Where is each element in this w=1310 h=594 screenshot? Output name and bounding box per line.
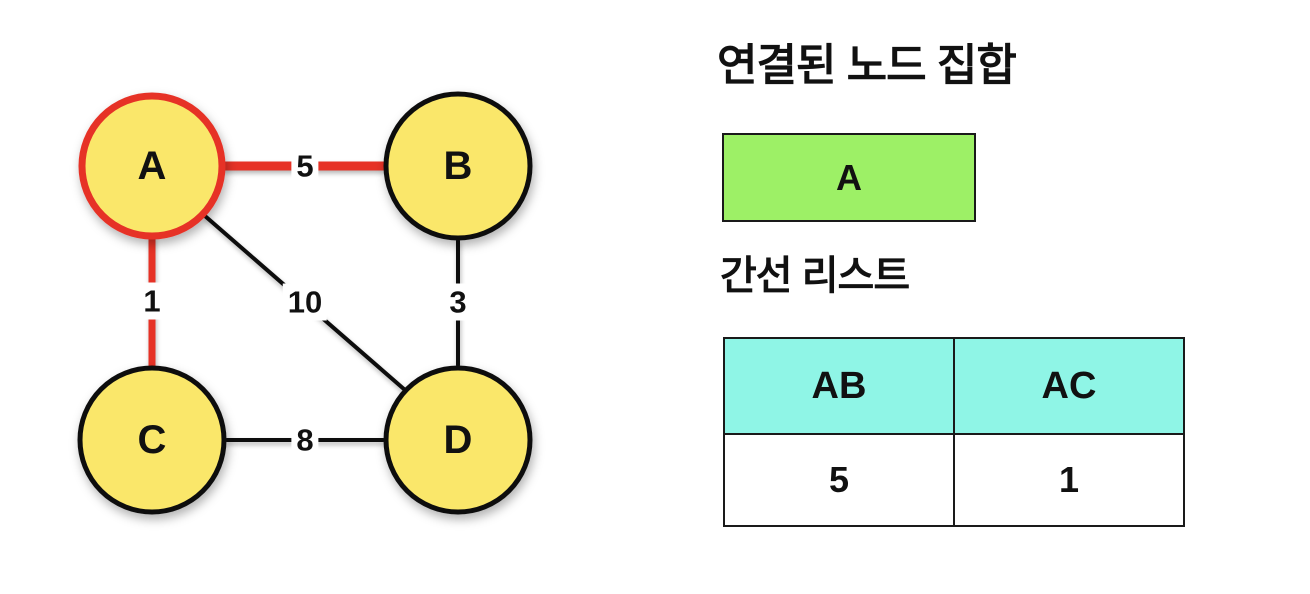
graph-canvas	[77, 91, 533, 515]
edge-list-heading: 간선 리스트	[720, 254, 910, 298]
table-header-row: AB AC	[723, 337, 1185, 435]
edge-weight-AB: 5	[291, 147, 319, 185]
visited-set-heading: 연결된 노드 집합	[717, 41, 1017, 90]
info-panel: 연결된 노드 집합 A 간선 리스트 AB AC 5 1	[700, 0, 1310, 594]
table-header-cell-0: AB	[723, 337, 955, 435]
graph-panel: A B C D 5 1 10 3 8	[0, 0, 600, 594]
edge-weight-CD: 8	[291, 421, 319, 459]
node-circle-A[interactable]	[78, 92, 226, 240]
node-circle-B[interactable]	[383, 91, 533, 241]
edge-weight-AD: 10	[282, 283, 328, 321]
edge-list-table: AB AC 5 1	[723, 337, 1185, 527]
table-cell-weight-1: 1	[953, 433, 1185, 527]
visited-set-box: A	[722, 133, 976, 222]
edge-weight-AC: 1	[138, 282, 166, 320]
node-circle-C[interactable]	[77, 365, 227, 515]
node-circle-D[interactable]	[383, 365, 533, 515]
graph-nodes	[77, 91, 533, 515]
table-cell-weight-0: 5	[723, 433, 955, 527]
edge-weight-BD: 3	[444, 283, 472, 321]
visited-set-cell: A	[836, 156, 862, 198]
table-header-cell-1: AC	[953, 337, 1185, 435]
table-row: 5 1	[723, 433, 1185, 527]
